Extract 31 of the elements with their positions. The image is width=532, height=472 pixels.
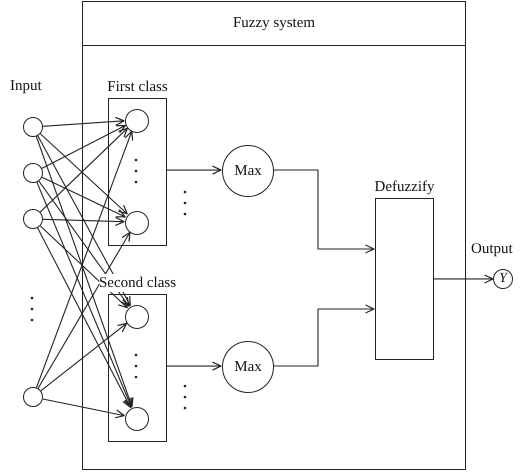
neuron-circle (23, 117, 43, 137)
box-heading: Defuzzify (374, 178, 434, 196)
arrow (42, 124, 126, 169)
arrow (36, 182, 132, 408)
output-label: Output (471, 241, 513, 258)
system-frame (82, 1, 466, 470)
input-label: Input (10, 78, 42, 95)
arrow (42, 398, 125, 418)
arrow (166, 165, 222, 175)
arrow (42, 116, 125, 127)
arrow (40, 225, 128, 308)
arrow (273, 169, 375, 254)
max-circle: Max (222, 145, 274, 197)
arrow (433, 274, 494, 284)
neuron-circle (23, 209, 43, 229)
output-circle: Y (493, 269, 513, 289)
neuron-circle (125, 211, 149, 235)
arrow (40, 322, 128, 392)
frame-title: Fuzzy system (83, 2, 465, 46)
box-heading: Second class (98, 274, 176, 292)
neuron-circle (125, 109, 149, 133)
max-circle: Max (222, 341, 274, 393)
arrow (42, 216, 125, 226)
arrow (42, 176, 126, 218)
neuron-circle (125, 305, 149, 329)
arrow (273, 304, 375, 367)
neuron-circle (125, 407, 149, 431)
arrow (166, 361, 222, 371)
arrow (37, 136, 131, 306)
neuron-circle (23, 163, 43, 183)
neuron-circle (23, 387, 43, 407)
